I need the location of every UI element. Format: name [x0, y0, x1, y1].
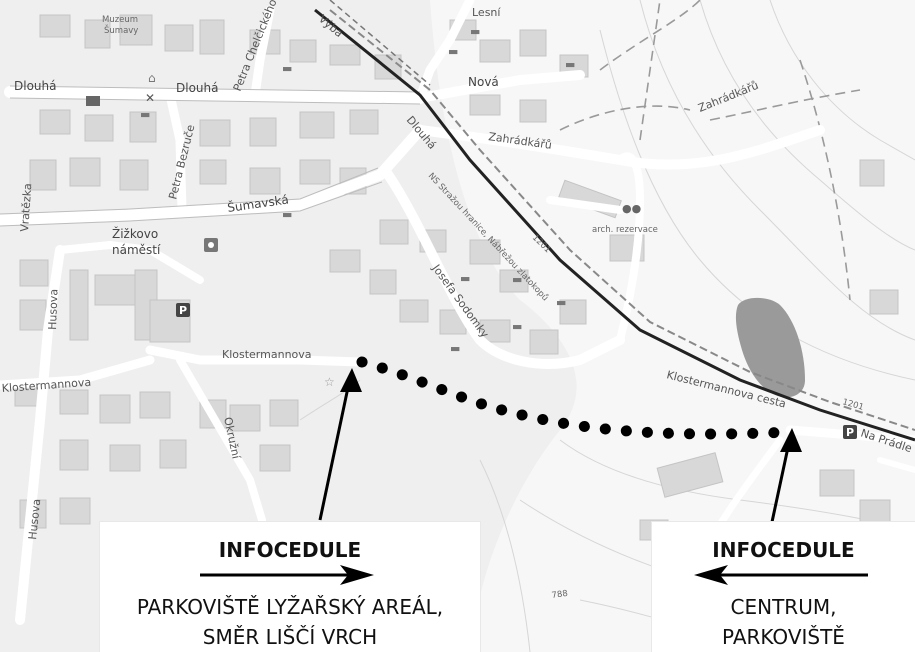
walking-route-dotted [356, 356, 796, 440]
info-sign-title: INFOCEDULE [712, 538, 855, 562]
road-number-788: 788 [551, 589, 568, 601]
place-label-muzeum: Muzeum [102, 15, 138, 25]
arrow-left-icon [694, 565, 868, 585]
place-label-sumavy: Šumavy [104, 24, 138, 36]
mail-icon [86, 96, 100, 106]
terrain-area [430, 0, 915, 652]
star-icon: ☆ [324, 375, 335, 389]
place-label-zizkovo: Žižkovo [112, 226, 158, 241]
hotel-icon: ▬ [282, 62, 292, 75]
street-label-nova: Nová [468, 75, 499, 89]
street-label-lesni: Lesní [472, 6, 501, 19]
hotel-icon: ▬ [556, 296, 566, 309]
info-sign-title: INFOCEDULE [218, 538, 362, 562]
pond [735, 297, 805, 398]
poi-markers: P P ⌂ ✕ ☆ ●● [86, 71, 857, 439]
place-label-arch-rezervace: arch. rezervace [592, 225, 658, 235]
parking-icon [843, 425, 857, 439]
buildings [14, 14, 899, 541]
info-sign-panel-right: INFOCEDULE CENTRUM, PARKOVIŠTĚ [652, 522, 915, 652]
street-label-vratezka: Vratězka [18, 183, 34, 232]
street-label-husova: Husova [46, 289, 60, 330]
parking-symbol-2: P [846, 426, 854, 439]
restaurant-icon: ✕ [145, 91, 155, 105]
info-sign-line-1: CENTRUM, [730, 595, 837, 619]
hotel-icon: ▬ [470, 25, 480, 38]
place-label-namesti: náměstí [112, 243, 161, 257]
bed-icons: ▬ ▬ ▬ ▬ ▬ ▬ ▬ ▬ ▬ ▬ ▬ [140, 25, 575, 355]
street-label-husova: Husova [26, 498, 43, 540]
info-sign-line-2: SMĚR LIŠČÍ VRCH [202, 625, 378, 649]
road-edges [0, 85, 421, 227]
street-label-klostermannova: Klostermannova [222, 348, 312, 361]
street-label-dlouha: Dlouhá [14, 79, 56, 93]
info-icon-dot [208, 242, 214, 248]
street-label-klostermannova: Klostermannova [1, 376, 91, 395]
parking-symbol-1: P [179, 304, 187, 317]
arrow-right-icon [200, 565, 374, 585]
footpaths [559, 0, 861, 301]
hotel-icon: ▬ [565, 58, 575, 71]
street-label-dlouha: Dlouhá [176, 81, 218, 95]
railway [314, 0, 915, 442]
museum-icon: ⌂ [148, 71, 156, 85]
pointer-arrowheads [340, 368, 802, 452]
info-sign-line-2: PARKOVIŠTĚ [722, 625, 845, 649]
hotel-icon: ▬ [460, 272, 470, 285]
hotel-icon: ▬ [450, 342, 460, 355]
hotel-icon: ▬ [512, 273, 522, 286]
hotel-icon: ▬ [282, 208, 292, 221]
parking-icon [176, 303, 190, 317]
hotel-icon: ▬ [140, 108, 150, 121]
hotel-icon: ▬ [448, 45, 458, 58]
rock-icon: ●● [622, 202, 641, 215]
info-sign-line-1: PARKOVIŠTĚ LYŽAŘSKÝ AREÁL, [136, 595, 444, 619]
info-sign-panel-left: INFOCEDULE PARKOVIŠTĚ LYŽAŘSKÝ AREÁL, SM… [100, 522, 480, 652]
hotel-icon: ▬ [512, 320, 522, 333]
roads [0, 0, 915, 625]
